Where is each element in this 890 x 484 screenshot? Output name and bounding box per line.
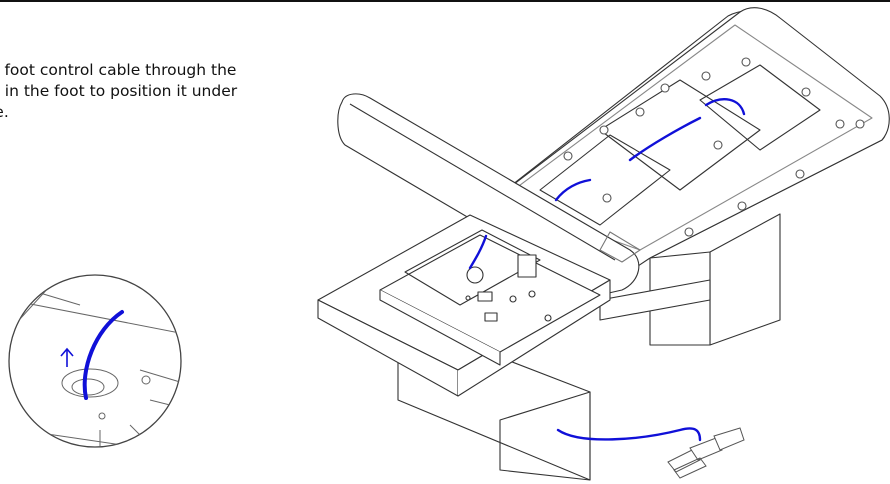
instruction-line-2: g in the foot to position it under bbox=[0, 82, 238, 100]
table-top bbox=[337, 7, 890, 296]
table-base bbox=[317, 213, 781, 481]
foot-pedal-icon bbox=[667, 427, 745, 479]
instruction-text: e foot control cable through the g in th… bbox=[0, 60, 320, 123]
detail-view bbox=[8, 274, 182, 448]
instruction-line-3: le. bbox=[0, 103, 9, 121]
top-rule bbox=[0, 0, 890, 2]
instruction-line-1: e foot control cable through the bbox=[0, 61, 237, 79]
cable-detail bbox=[82, 310, 124, 400]
arrow-up-icon bbox=[60, 347, 74, 367]
cables bbox=[468, 98, 746, 442]
